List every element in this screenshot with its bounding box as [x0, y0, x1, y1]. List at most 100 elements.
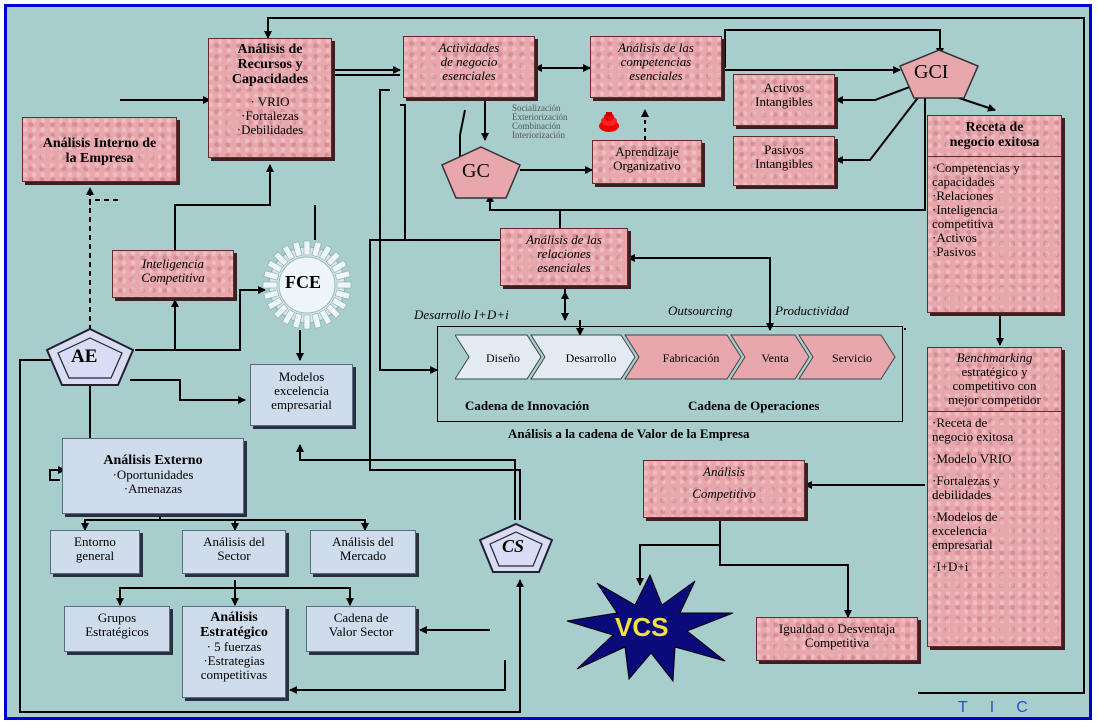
analisis-interno-line1: Análisis Interno de: [42, 136, 157, 151]
desarrollo-label: Desarrollo I+D+i: [414, 307, 509, 322]
bench-item: negocio exitosa: [932, 429, 1014, 445]
cadena-valor-container: [437, 326, 903, 422]
gear-tooth: [273, 251, 289, 267]
competencias-line1: Análisis de las: [618, 40, 694, 55]
analisis-interno-line2: la Empresa: [65, 151, 134, 167]
cadenasector-line2: Valor Sector: [328, 624, 394, 640]
inteligencia-line1: Inteligencia: [141, 256, 205, 271]
gear-tooth: [336, 281, 352, 289]
chain-step-desarrollo: Desarrollo: [565, 350, 617, 365]
receta-item: ·Inteligencia: [932, 202, 998, 218]
analisis-competitivo-box: Análisis Competitivo: [643, 460, 805, 518]
vcs-starburst-icon: [566, 573, 734, 683]
gear-tooth: [292, 241, 303, 258]
outsourcing-label: Outsourcing: [668, 303, 733, 318]
actividades-line1: Actividades: [438, 40, 500, 55]
mercado-line1: Análisis del: [332, 534, 394, 549]
analisis-estrategico-box: Análisis Estratégico · 5 fuerzas ·Estrat…: [182, 606, 286, 698]
analisis-interno-box: Análisis Interno de la Empresa: [22, 117, 177, 182]
relaciones-line3: esenciales: [537, 260, 591, 276]
benchmarking-box: Benchmarking estratégico y competitivo c…: [927, 347, 1062, 647]
entorno-line1: Entorno: [74, 534, 116, 549]
igualdad-line1: Igualdad o Desventaja: [778, 621, 896, 636]
modelos-line1: Modelos: [278, 369, 325, 384]
grupos-line1: Grupos: [97, 610, 137, 625]
gear-tooth: [334, 289, 351, 300]
igualdad-desventaja-box: Igualdad o Desventaja Competitiva: [756, 617, 918, 661]
knowledge-spiral-icon: [599, 112, 619, 132]
recursos-item-debilidades: ·Debilidades: [236, 122, 304, 138]
gear-tooth: [303, 314, 311, 330]
estrategico-item-estrategias: ·Estrategias: [203, 653, 265, 669]
competitivo-line1: Análisis: [703, 464, 745, 479]
cs-pentagon: [478, 522, 554, 573]
activos-line1: Activos: [763, 80, 805, 95]
gear-tooth: [281, 309, 296, 326]
analisis-recursos-box: Análisis de Recursos y Capacidades · VRI…: [208, 38, 332, 158]
externo-title: Análisis Externo: [103, 453, 203, 468]
relaciones-line1: Análisis de las: [526, 232, 602, 247]
gear-tooth: [311, 312, 322, 329]
relaciones-line2: relaciones: [537, 246, 591, 262]
tic-footer-label: TIC: [958, 699, 1050, 716]
pasivos-line1: Pasivos: [764, 142, 804, 157]
receta-item: ·Activos: [932, 230, 977, 246]
inteligencia-line2: Competitiva: [141, 270, 205, 286]
entorno-line2: general: [75, 548, 115, 564]
sector-line2: Sector: [217, 548, 251, 564]
receta-item: ·Competencias y: [932, 160, 1020, 176]
mode-socializacion: Socialización: [512, 103, 561, 113]
actividades-line3: esenciales: [442, 68, 496, 84]
gear-tooth: [303, 240, 311, 256]
modelos-line2: excelencia: [274, 383, 329, 399]
estrategico-title-line2: Estratégico: [200, 625, 268, 641]
aprendizaje-line2: Organizativo: [613, 158, 681, 174]
externo-item-amenazas: ·Amenazas: [123, 481, 183, 497]
vcs-label: VCS: [615, 612, 669, 642]
analisis-externo-box: Análisis Externo ·Oportunidades ·Amenaza…: [62, 438, 244, 514]
estrategico-title-line1: Análisis: [210, 610, 258, 625]
aprendizaje-line1: Aprendizaje: [615, 144, 679, 159]
bench-item: ·Receta de: [932, 415, 988, 431]
externo-item-oportunidades: ·Oportunidades: [112, 467, 194, 483]
competencias-line2: competencias: [620, 54, 692, 70]
igualdad-line2: Competitiva: [804, 635, 870, 651]
activos-intangibles-box: Activos Intangibles: [733, 74, 835, 126]
ae-pentagon: [45, 327, 135, 386]
gear-tooth: [331, 296, 348, 311]
cadena-valor-sector-box: Cadena de Valor Sector: [306, 606, 416, 652]
cadena-innovacion-label: Cadena de Innovación: [465, 398, 590, 413]
receta-negocio-box: Receta de negocio exitosa ·Competencias …: [927, 115, 1062, 313]
bench-item: ·I+D+i: [932, 559, 969, 575]
bench-title-line4: mejor competidor: [948, 392, 1041, 408]
gear-tooth: [266, 259, 283, 274]
inteligencia-competitiva-box: Inteligencia Competitiva: [112, 250, 234, 298]
bench-title-line2: estratégico y: [961, 364, 1028, 380]
analisis-competencias-box: Análisis de las competencias esenciales: [590, 36, 722, 98]
gear-tooth: [273, 303, 289, 319]
actividades-line2: de negocio: [440, 54, 498, 70]
bench-title-line1: Benchmarking: [956, 350, 1033, 365]
cadenasector-line1: Cadena de: [333, 610, 389, 625]
analisis-sector-box: Análisis del Sector: [182, 530, 286, 574]
aprendizaje-organizativo-box: Aprendizaje Organizativo: [592, 140, 702, 184]
activos-line2: Intangibles: [755, 94, 813, 110]
chain-step-servicio: Servicio: [832, 350, 872, 365]
grupos-line2: Estratégicos: [85, 624, 149, 640]
bench-item: excelencia: [932, 523, 987, 539]
mercado-line2: Mercado: [339, 548, 387, 564]
analisis-mercado-box: Análisis del Mercado: [310, 530, 416, 574]
gc-pentagon: [441, 146, 521, 199]
mode-combinacion: Combinación: [512, 121, 561, 131]
fce-label: FCE: [285, 272, 321, 292]
receta-title-line1: Receta de: [965, 120, 1024, 135]
mode-interiorizacion: Interiorización: [512, 130, 565, 140]
gear-tooth: [292, 312, 303, 329]
cs-label: CS: [502, 536, 525, 556]
estrategico-item-fuerzas: · 5 fuerzas: [206, 639, 262, 655]
cadena-operaciones-label: Cadena de Operaciones: [688, 398, 820, 413]
mode-exteriorizacion: Exteriorización: [512, 112, 568, 122]
gear-tooth: [331, 259, 348, 274]
actividades-negocio-box: Actividades de negocio esenciales: [403, 36, 535, 98]
